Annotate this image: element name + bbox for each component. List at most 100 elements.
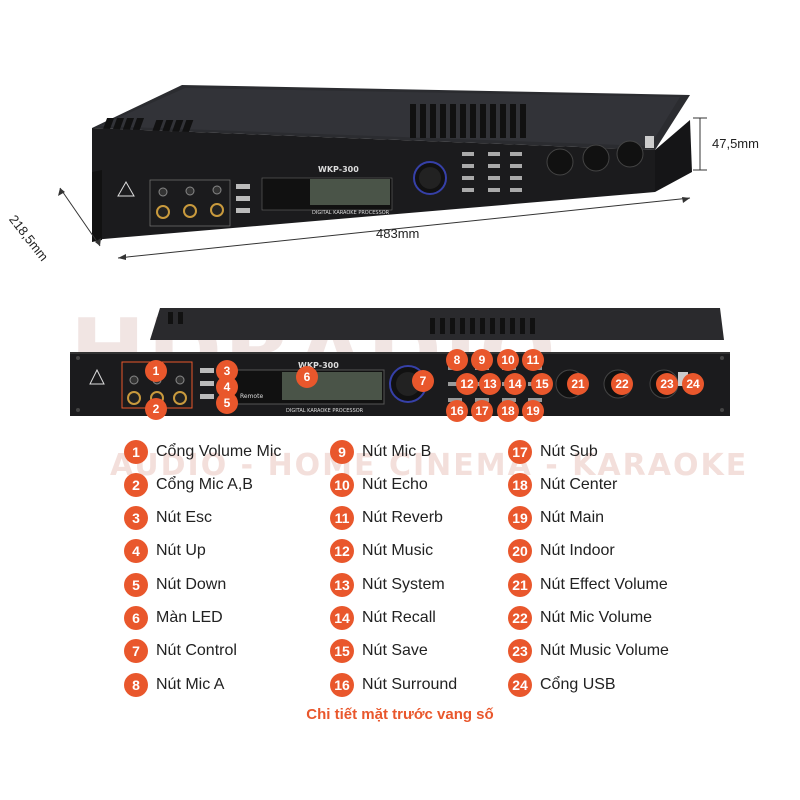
legend-label: Nút Echo <box>362 476 428 493</box>
legend-number: 23 <box>508 639 532 663</box>
callout-badge-8: 8 <box>446 349 468 371</box>
legend-item: 19 Nút Main <box>508 505 604 531</box>
callout-badge-13: 13 <box>479 373 501 395</box>
legend-number: 10 <box>330 473 354 497</box>
legend-number: 17 <box>508 440 532 464</box>
legend-item: 13 Nút System <box>330 572 445 598</box>
legend-label: Nút Indoor <box>540 542 615 559</box>
callout-badge-24: 24 <box>682 373 704 395</box>
legend-number: 24 <box>508 673 532 697</box>
top-model-label: WKP-300 <box>318 165 359 174</box>
legend-label: Nút Reverb <box>362 509 443 526</box>
callout-badge-15: 15 <box>531 373 553 395</box>
dimension-width: 483mm <box>376 226 420 241</box>
legend-label: Cổng USB <box>540 676 616 693</box>
legend-item: 3 Nút Esc <box>124 505 212 531</box>
front-subtitle: DIGITAL KARAOKE PROCESSOR <box>286 408 364 414</box>
callout-badge-14: 14 <box>504 373 526 395</box>
caption: Chi tiết mặt trước vang số <box>306 706 494 723</box>
legend-label: Nút Mic Volume <box>540 609 653 626</box>
legend-item: 10 Nút Echo <box>330 472 428 498</box>
legend-number: 4 <box>124 539 148 563</box>
callout-badge-2: 2 <box>145 398 167 420</box>
device-top-image: WKP-300 DIGITAL KARAOKE PROCESSOR <box>58 85 707 260</box>
legend-label: Nút Save <box>362 642 428 659</box>
legend-number: 16 <box>330 673 354 697</box>
callout-badge-11: 11 <box>522 349 544 371</box>
legend-label: Nút Center <box>540 476 618 493</box>
front-model-label: WKP-300 <box>298 361 339 370</box>
legend-item: 22 Nút Mic Volume <box>508 605 652 631</box>
legend-label: Nút Mic A <box>156 676 225 693</box>
legend-item: 23 Nút Music Volume <box>508 638 669 664</box>
legend-item: 4 Nút Up <box>124 538 206 564</box>
callout-badge-22: 22 <box>611 373 633 395</box>
legend-number: 22 <box>508 606 532 630</box>
legend-number: 6 <box>124 606 148 630</box>
dimension-height: 47,5mm <box>712 136 759 151</box>
legend-item: 7 Nút Control <box>124 638 237 664</box>
legend-number: 9 <box>330 440 354 464</box>
callout-badge-1: 1 <box>145 360 167 382</box>
device-front-image: Remote WKP-300 DIGITAL KARAOKE PROCESSOR <box>70 308 730 416</box>
callout-badge-7: 7 <box>412 370 434 392</box>
legend-label: Nút System <box>362 576 445 593</box>
callout-badge-16: 16 <box>446 400 468 422</box>
callout-badge-5: 5 <box>216 392 238 414</box>
legend-number: 5 <box>124 573 148 597</box>
legend-label: Nút Effect Volume <box>540 576 668 593</box>
callout-badge-6: 6 <box>296 366 318 388</box>
callout-badge-21: 21 <box>567 373 589 395</box>
legend-item: 17 Nút Sub <box>508 439 598 465</box>
legend-item: 11 Nút Reverb <box>330 505 443 531</box>
legend-item: 12 Nút Music <box>330 538 433 564</box>
legend-item: 24 Cổng USB <box>508 672 616 698</box>
callout-badge-19: 19 <box>522 400 544 422</box>
legend-item: 1 Cổng Volume Mic <box>124 439 281 465</box>
legend-label: Nút Music <box>362 542 434 559</box>
legend-label: Nút Music Volume <box>540 642 669 659</box>
legend-item: 15 Nút Save <box>330 638 428 664</box>
legend-label: Cổng Volume Mic <box>156 443 282 460</box>
legend-item: 14 Nút Recall <box>330 605 436 631</box>
callout-badge-10: 10 <box>497 349 519 371</box>
legend-item: 16 Nút Surround <box>330 672 457 698</box>
legend-number: 11 <box>330 506 354 530</box>
legend-number: 14 <box>330 606 354 630</box>
legend-number: 3 <box>124 506 148 530</box>
legend-number: 19 <box>508 506 532 530</box>
legend-number: 20 <box>508 539 532 563</box>
legend-label: Nút Main <box>540 509 605 526</box>
top-subtitle: DIGITAL KARAOKE PROCESSOR <box>312 210 390 216</box>
callout-badge-9: 9 <box>471 349 493 371</box>
legend-label: Nút Mic B <box>362 443 432 460</box>
legend-number: 8 <box>124 673 148 697</box>
legend-label: Nút Surround <box>362 676 458 693</box>
legend-label: Cổng Mic A,B <box>156 476 253 493</box>
legend-label: Nút Recall <box>362 609 436 626</box>
legend-number: 15 <box>330 639 354 663</box>
legend-item: 8 Nút Mic A <box>124 672 224 698</box>
legend-item: 18 Nút Center <box>508 472 617 498</box>
legend-number: 1 <box>124 440 148 464</box>
legend-number: 18 <box>508 473 532 497</box>
legend-label: Nút Control <box>156 642 237 659</box>
legend-label: Nút Up <box>156 542 206 559</box>
legend-item: 9 Nút Mic B <box>330 439 431 465</box>
legend-label: Nút Down <box>156 576 227 593</box>
legend-label: Nút Esc <box>156 509 213 526</box>
legend-number: 21 <box>508 573 532 597</box>
callout-badge-17: 17 <box>471 400 493 422</box>
callout-badge-18: 18 <box>497 400 519 422</box>
legend-number: 7 <box>124 639 148 663</box>
legend-item: 5 Nút Down <box>124 572 226 598</box>
legend-label: Màn LED <box>156 609 223 626</box>
callout-badge-23: 23 <box>656 373 678 395</box>
legend-item: 20 Nút Indoor <box>508 538 615 564</box>
legend-item: 6 Màn LED <box>124 605 223 631</box>
legend-item: 2 Cổng Mic A,B <box>124 472 253 498</box>
legend-number: 2 <box>124 473 148 497</box>
watermark-tagline: AUDIO - HOME CINEMA - KARAOKE <box>110 448 749 483</box>
remote-label: Remote <box>240 393 263 400</box>
legend-label: Nút Sub <box>540 443 598 460</box>
